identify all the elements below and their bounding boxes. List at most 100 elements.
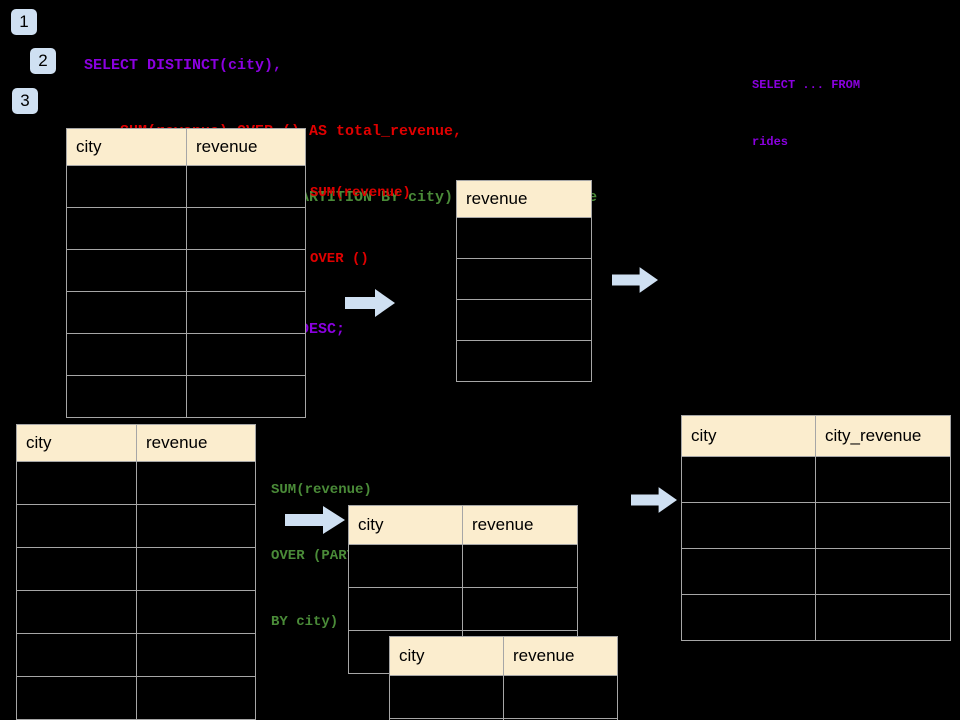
cell-revenue: [186, 291, 306, 334]
column-header-city: city: [389, 636, 504, 676]
cell-revenue: [136, 633, 256, 677]
cell-city: [681, 502, 816, 549]
cell-revenue: [136, 461, 256, 505]
cell-revenue: [456, 258, 592, 300]
table-row: [66, 249, 306, 292]
table-row: [66, 207, 306, 250]
table-row: [348, 544, 578, 588]
cell-city: [681, 594, 816, 641]
table-row: [681, 548, 951, 595]
cell-city: [66, 291, 187, 334]
table-header-row: revenue: [456, 180, 592, 218]
table-row: [389, 718, 618, 720]
cell-revenue: [462, 587, 578, 631]
table-row: [681, 594, 951, 641]
step-badge-3: 3: [12, 88, 38, 114]
table-header-row: city revenue: [389, 636, 618, 676]
cell-city: [681, 548, 816, 595]
side-note-line-2: rides: [752, 135, 789, 149]
cell-revenue: [136, 676, 256, 720]
arrow-rides-to-partition: [285, 506, 345, 534]
cell-revenue: [456, 217, 592, 259]
table-row: [456, 258, 592, 300]
cell-revenue: [462, 544, 578, 588]
cell-city: [348, 587, 463, 631]
cell-city: [16, 633, 137, 677]
table-row: [16, 461, 256, 505]
cell-city: [66, 207, 187, 250]
sql-line-1: SELECT DISTINCT(city),: [84, 57, 283, 74]
side-note-select-from: SELECT ... FROM rides: [752, 38, 860, 190]
side-note-line-1: SELECT ... FROM: [752, 78, 861, 92]
final-result-table: city city_revenue: [681, 415, 951, 641]
table-row: [66, 333, 306, 376]
table-row: [66, 291, 306, 334]
cell-city: [16, 504, 137, 548]
cell-city-revenue: [815, 594, 951, 641]
table-row: [16, 590, 256, 634]
table-row: [16, 547, 256, 591]
table-header-row: city revenue: [16, 424, 256, 462]
annotation-city-revenue-line-1: SUM(revenue): [271, 482, 372, 498]
table-row: [16, 633, 256, 677]
column-header-revenue: revenue: [186, 128, 306, 166]
table-row: [456, 217, 592, 259]
annotation-total-revenue: SUM(revenue) OVER (): [310, 138, 411, 314]
cell-revenue: [456, 340, 592, 382]
annotation-total-revenue-line-2: OVER (): [310, 251, 369, 267]
cell-city: [66, 375, 187, 418]
cell-revenue: [503, 675, 618, 719]
cell-city: [16, 590, 137, 634]
cell-revenue: [136, 547, 256, 591]
cell-revenue: [136, 590, 256, 634]
cell-revenue: [456, 299, 592, 341]
table-row: [348, 587, 578, 631]
table-row: [681, 456, 951, 503]
arrow-partition-to-final: [631, 487, 677, 513]
column-header-city: city: [16, 424, 137, 462]
cell-city-revenue: [815, 456, 951, 503]
partition-table-b: city revenue: [389, 636, 618, 720]
table-header-row: city revenue: [66, 128, 306, 166]
cell-city: [66, 165, 187, 208]
table-row: [16, 504, 256, 548]
column-header-revenue: revenue: [462, 505, 578, 545]
arrow-rides-to-total: [345, 289, 395, 317]
cell-revenue: [186, 165, 306, 208]
column-header-revenue: revenue: [503, 636, 618, 676]
table-row: [66, 375, 306, 418]
table-row: [681, 502, 951, 549]
column-header-city: city: [681, 415, 816, 457]
step-badge-1: 1: [11, 9, 37, 35]
column-header-revenue: revenue: [456, 180, 592, 218]
cell-city: [16, 676, 137, 720]
cell-revenue: [136, 504, 256, 548]
total-revenue-table: revenue: [456, 180, 592, 382]
step-badge-2: 2: [30, 48, 56, 74]
rides-table-top: city revenue: [66, 128, 306, 418]
cell-city: [66, 333, 187, 376]
column-header-city: city: [348, 505, 463, 545]
cell-city: [66, 249, 187, 292]
rides-table-bottom: city revenue: [16, 424, 256, 720]
cell-revenue: [186, 249, 306, 292]
annotation-city-revenue-line-3: BY city): [271, 614, 339, 630]
cell-revenue: [186, 207, 306, 250]
cell-city-revenue: [815, 502, 951, 549]
table-row: [389, 675, 618, 719]
column-header-city-revenue: city_revenue: [815, 415, 951, 457]
cell-city: [16, 461, 137, 505]
column-header-city: city: [66, 128, 187, 166]
cell-city: [348, 544, 463, 588]
table-row: [16, 676, 256, 720]
cell-revenue: [186, 375, 306, 418]
cell-city: [16, 547, 137, 591]
table-row: [456, 340, 592, 382]
arrow-total-to-final: [612, 267, 658, 293]
cell-city-revenue: [815, 548, 951, 595]
cell-revenue: [186, 333, 306, 376]
table-header-row: city city_revenue: [681, 415, 951, 457]
cell-revenue: [503, 718, 618, 720]
table-header-row: city revenue: [348, 505, 578, 545]
